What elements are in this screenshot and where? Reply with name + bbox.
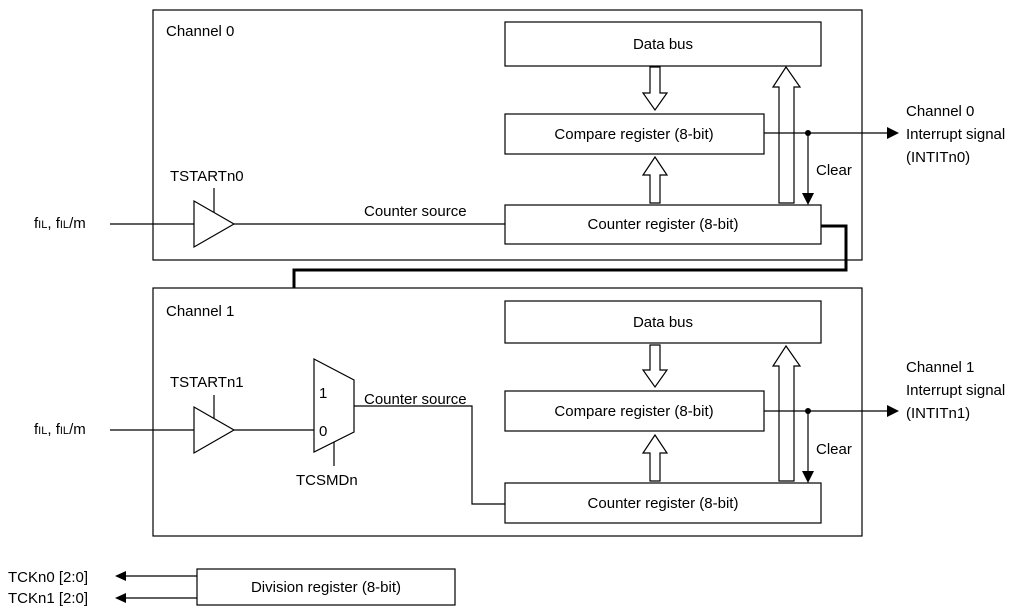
channel1-title: Channel 1	[166, 303, 234, 320]
tckn0-label: TCKn0 [2:0]	[8, 569, 88, 586]
channel1-output-line1: Channel 1	[906, 359, 974, 376]
channel1-data-bus-label: Data bus	[633, 314, 693, 331]
channel0-output-line2: Interrupt signal	[906, 126, 1005, 143]
channel0-interrupt-arrowhead	[887, 127, 899, 139]
tckn1-label: TCKn1 [2:0]	[8, 590, 88, 607]
channel1-clear-label: Clear	[816, 441, 852, 458]
channel1-compare-register-label: Compare register (8-bit)	[554, 403, 713, 420]
channel0-clear-arrowhead	[802, 193, 814, 205]
channel1-data-bus	[504, 300, 822, 344]
channel1-multiplexer	[313, 358, 355, 453]
channel1-bus-to-compare-arrow	[641, 344, 669, 389]
channel0-compare-register-label: Compare register (8-bit)	[554, 126, 713, 143]
channel0-compare-register	[504, 113, 765, 155]
channel1-counter-register	[504, 482, 822, 524]
channel0-output-line3: (INTITn0)	[906, 149, 970, 166]
division-register	[196, 568, 456, 606]
mux-input1-label: 1	[319, 385, 327, 402]
tckn0-arrowhead	[115, 571, 126, 581]
channel1-counter-source-label: Counter source	[364, 391, 467, 408]
channel0-buffer	[193, 199, 236, 249]
channel0-data-bus-label: Data bus	[633, 36, 693, 53]
channel1-output-line2: Interrupt signal	[906, 382, 1005, 399]
channel0-counter-to-compare-arrow	[641, 155, 669, 204]
channel1-clear-arrowhead	[802, 471, 814, 483]
channel0-counter-source-label: Counter source	[364, 203, 467, 220]
channel0-input-label: fIL, fIL/m	[34, 215, 86, 232]
channel1-counter-to-compare-arrow	[641, 433, 669, 482]
channel0-start-label: TSTARTn0	[170, 168, 244, 185]
channel1-counter-source-line	[354, 405, 505, 505]
channel0-counter-register-label: Counter register (8-bit)	[588, 216, 739, 233]
channel0-data-bus	[504, 21, 822, 67]
channel0-counter-to-bus-arrow	[771, 65, 802, 204]
channel1-output-line3: (INTITn1)	[906, 405, 970, 422]
channel1-buffer	[193, 405, 236, 455]
division-register-label: Division register (8-bit)	[251, 579, 401, 596]
channel1-counter-to-bus-arrow	[771, 344, 802, 482]
channel0-title: Channel 0	[166, 23, 234, 40]
channel1-input-label: fIL, fIL/m	[34, 421, 86, 438]
channel0-clear-label: Clear	[816, 162, 852, 179]
channel1-interrupt-arrowhead	[887, 405, 899, 417]
mux-input0-label: 0	[319, 423, 327, 440]
mux-select-label: TCSMDn	[296, 472, 358, 489]
channel1-start-label: TSTARTn1	[170, 374, 244, 391]
tckn1-arrowhead	[115, 593, 126, 603]
channel0-output-line1: Channel 0	[906, 103, 974, 120]
channel0-bus-to-compare-arrow	[641, 66, 669, 112]
channel1-counter-register-label: Counter register (8-bit)	[588, 495, 739, 512]
